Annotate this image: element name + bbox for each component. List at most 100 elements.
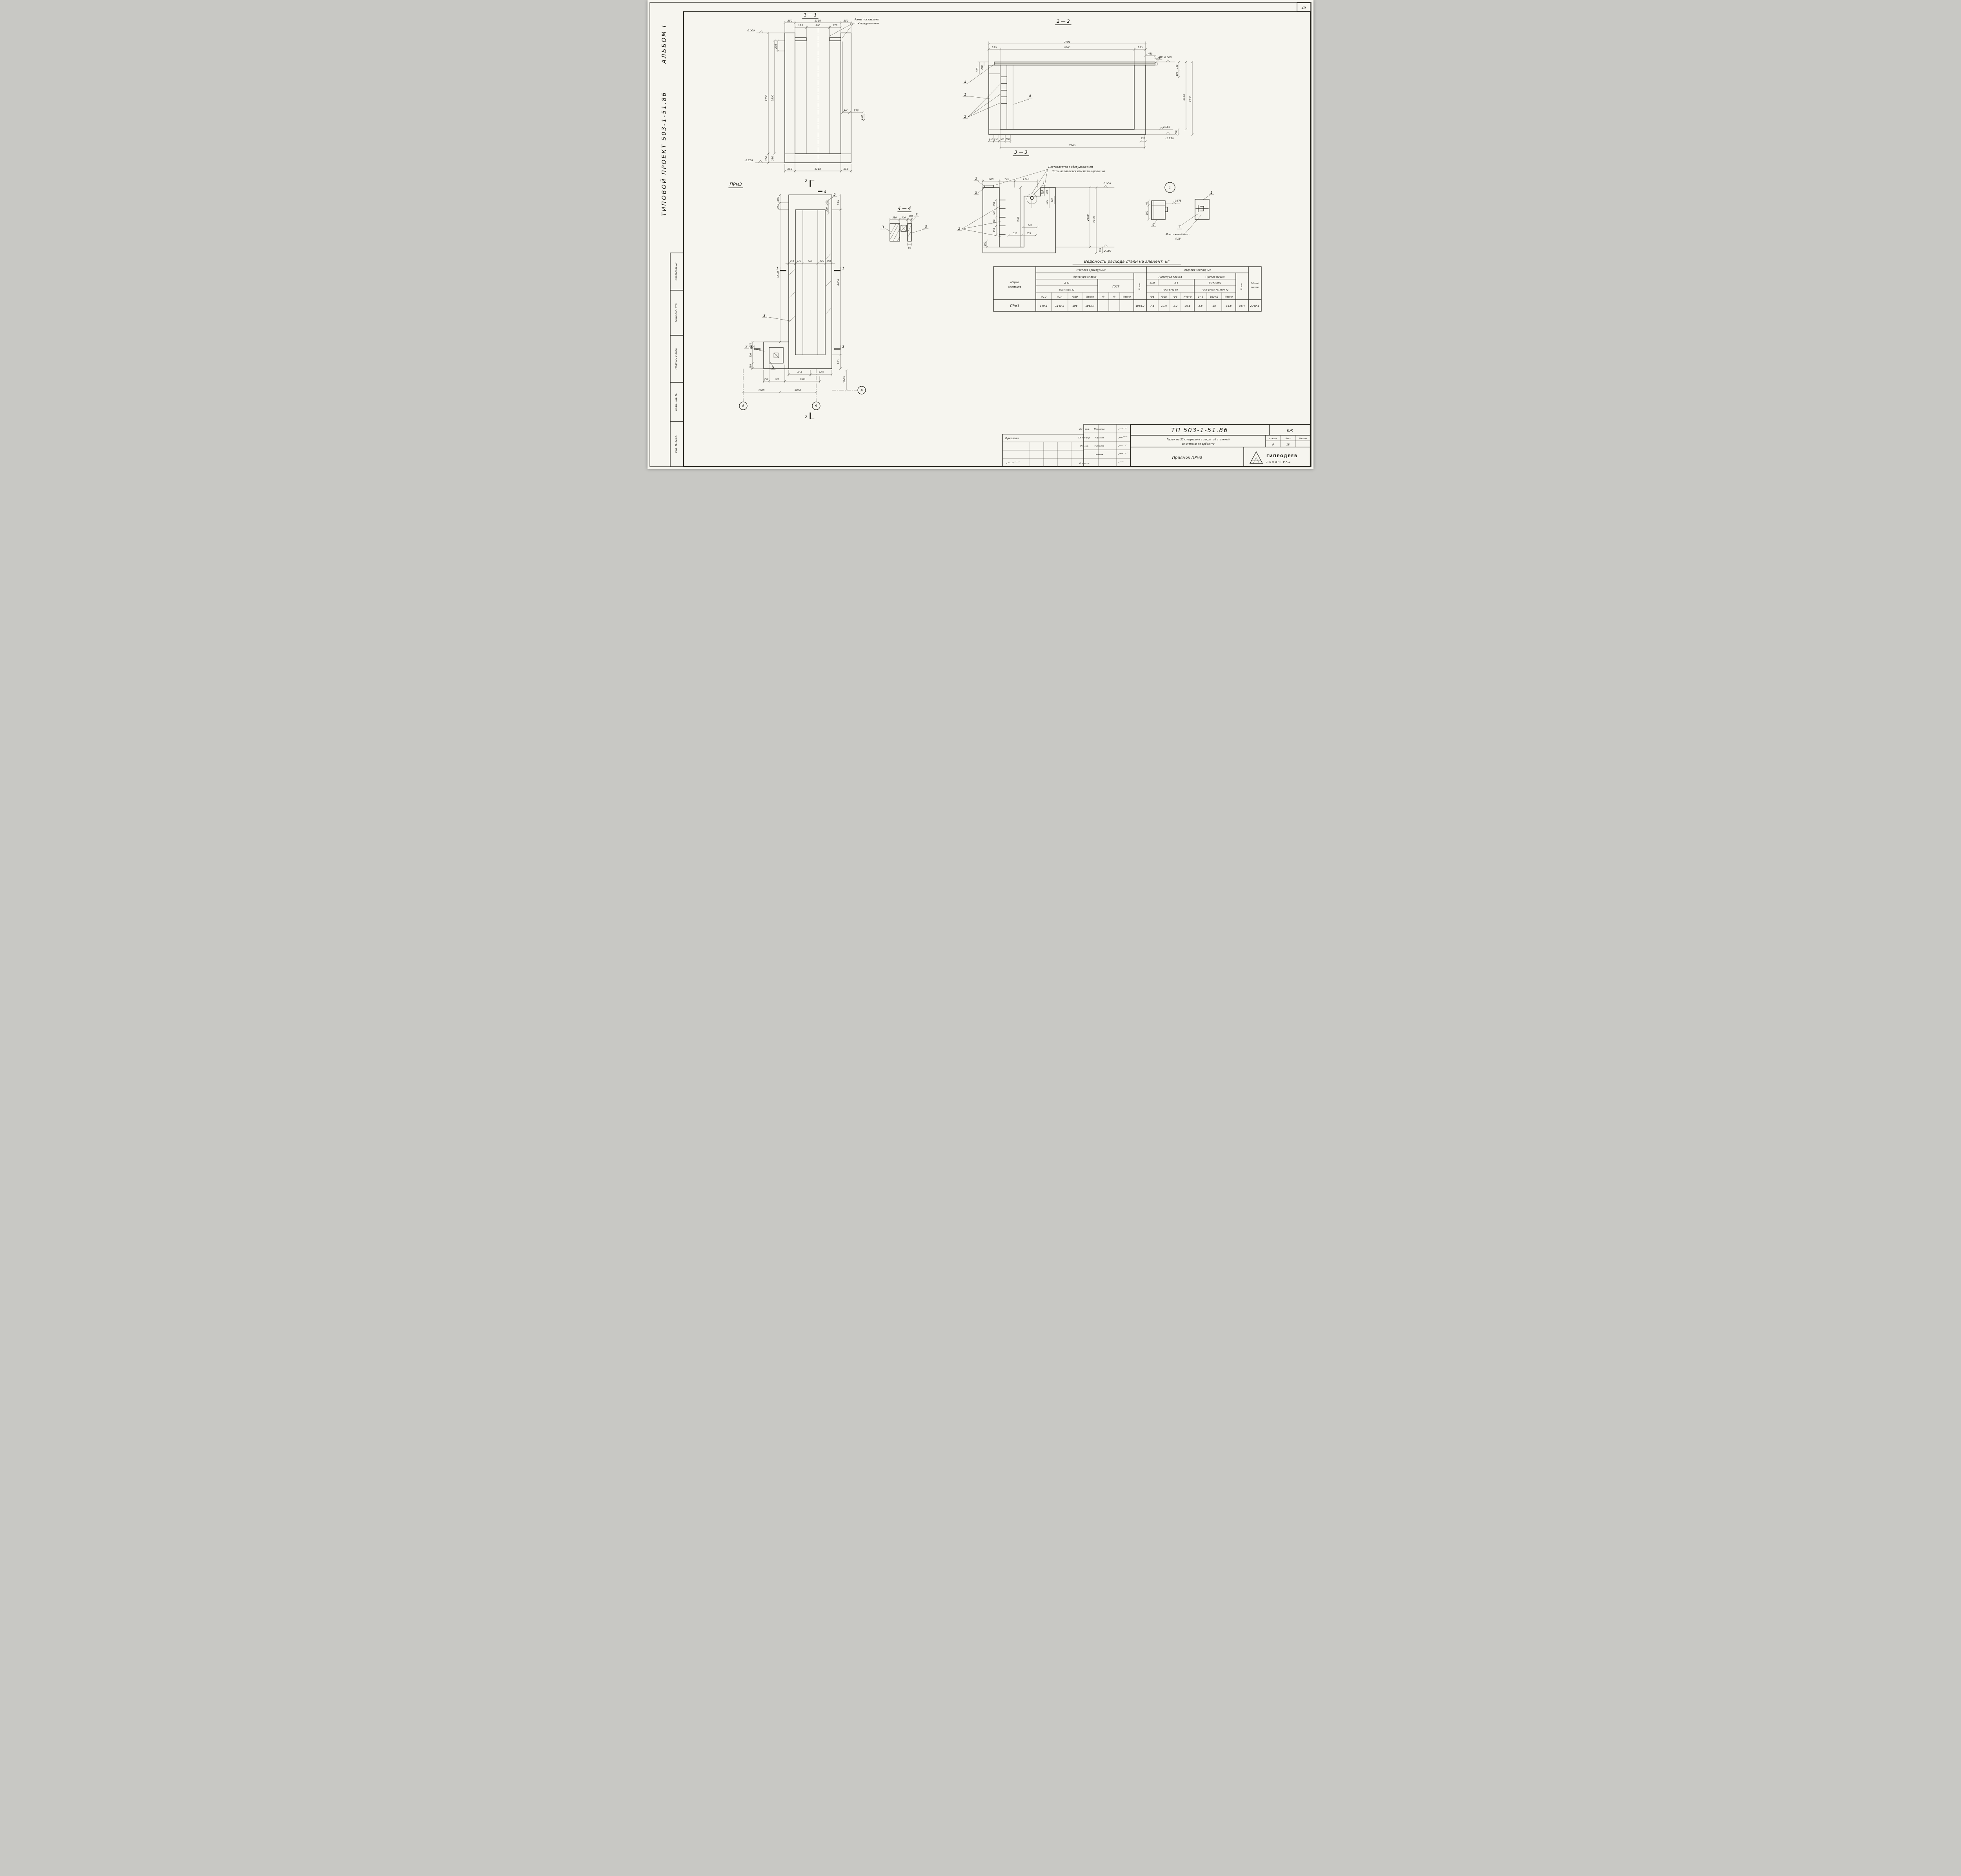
col-header: ГОСТ	[1112, 285, 1119, 288]
dim-label: 555	[1027, 233, 1031, 235]
leader-line	[973, 187, 986, 195]
dim-label: 250	[844, 167, 848, 171]
item-label: 4	[964, 80, 966, 84]
dim-label: 550	[992, 46, 997, 49]
embed-part-6-detail	[1151, 200, 1166, 220]
stage-header: стадия	[1269, 438, 1277, 440]
dim-line	[794, 26, 842, 29]
elevation-label: -2.750	[745, 159, 753, 162]
item-label: 1	[964, 93, 966, 97]
dim-label: 250	[994, 138, 999, 141]
dim-line	[784, 22, 852, 24]
table-grid	[993, 273, 1262, 300]
dim-label: 250	[788, 19, 792, 22]
dim-label: 250	[750, 343, 752, 347]
cut-label-1: 1	[776, 267, 779, 271]
elevation-label: -0.575	[1174, 200, 1182, 202]
cell-value: 540,5	[1040, 304, 1048, 307]
dim-label: 100	[826, 200, 828, 205]
title-block: Привязан Нач. отд. Прасолов Гл. констр. …	[1002, 424, 1311, 467]
table-grid	[1035, 279, 1236, 293]
dim-label: 250	[893, 217, 897, 219]
dim-label: 250	[771, 156, 774, 161]
dim-label: 100	[860, 115, 864, 120]
document-number: ТП 503-1-51.86	[1171, 427, 1228, 434]
dim-label: 250	[827, 260, 831, 263]
col-header: Ф8	[1150, 295, 1154, 298]
dim-line	[788, 370, 833, 376]
item-label: 3	[882, 225, 884, 229]
dim-label: 1110	[1023, 178, 1030, 181]
stamp-label: Технолог. отд.	[675, 303, 678, 322]
col-header: Изделия арматурные	[1077, 269, 1106, 272]
ladder-rungs	[1001, 76, 1007, 104]
col-header: L63×5	[1210, 295, 1219, 298]
plan-title: ПРм3	[729, 182, 742, 187]
dim-label: 300	[1000, 138, 1004, 141]
item-label: 5	[975, 191, 977, 195]
dim-label: 3000	[758, 389, 765, 392]
steel-table: Ведомость расхода стали на элемент, кг М…	[993, 260, 1262, 312]
rail-detail	[994, 62, 1158, 65]
dim-label: 805	[797, 371, 802, 374]
drawing-frame	[683, 11, 1311, 467]
leader-line	[973, 180, 985, 187]
dim-line	[828, 199, 830, 215]
dim-label: 50	[908, 247, 911, 249]
dim-line	[784, 154, 852, 173]
dim-label: 1745	[1018, 216, 1020, 222]
pit-outline	[788, 195, 832, 369]
table-border	[993, 266, 1262, 312]
dim-label: 300	[777, 197, 780, 202]
note-text: Монтажный болт	[1166, 233, 1190, 236]
col-header: А I	[1174, 282, 1178, 285]
cut-label-3: 3	[750, 345, 753, 349]
dim-line	[831, 194, 842, 370]
item-label: 2	[745, 345, 748, 349]
leader-line	[1013, 98, 1033, 105]
col-header: Марка	[1010, 281, 1019, 284]
col-header: Всего	[1139, 283, 1141, 290]
outer-border	[649, 2, 1312, 467]
dim-line	[767, 32, 785, 164]
dim-label: 150	[993, 228, 996, 232]
section-title: 1 — 1	[804, 12, 817, 18]
dim-label: 560	[815, 24, 820, 27]
col-header: Ф18	[1161, 295, 1167, 298]
col-header: Ф10	[1041, 295, 1046, 298]
leader-line	[1185, 215, 1202, 233]
dim-label: 250	[1141, 138, 1145, 140]
item-label: 1	[1042, 182, 1045, 185]
dim-label: 2500	[1086, 215, 1090, 221]
elevation-mark	[1145, 132, 1175, 135]
signatures-box	[1083, 424, 1131, 467]
leader-line	[826, 196, 837, 202]
dim-label: 250	[989, 138, 993, 141]
cut-tick	[754, 345, 841, 349]
dim-label: 575	[1046, 200, 1049, 204]
dim-label: 200	[981, 65, 984, 69]
elevation-label: 0.000	[1164, 56, 1172, 59]
grid-bubble-a	[857, 386, 866, 394]
dim-label: 250	[788, 167, 792, 171]
item-label: 3	[1159, 56, 1161, 60]
dim-label: 7100	[1069, 144, 1076, 147]
elevation-label: -2.750	[1166, 137, 1174, 140]
dim-line	[889, 218, 913, 226]
cell-value: 2040,1	[1250, 304, 1259, 307]
page-number-box	[1297, 2, 1311, 12]
dim-label: 550	[837, 200, 840, 205]
extension-lines	[784, 21, 851, 41]
person-name: Юхеев	[1096, 454, 1103, 456]
dim-label: 1110	[815, 167, 821, 171]
elevation-label: 0.000	[1104, 182, 1111, 185]
stamp-grid	[1130, 424, 1311, 467]
role-label: Рук. гр.	[1080, 445, 1088, 447]
dim-line	[1177, 128, 1179, 136]
col-header: Ф20	[1072, 295, 1078, 298]
dim-label: 295	[774, 44, 777, 49]
cut-label-2: 2	[805, 415, 807, 419]
elevation-mark	[1145, 127, 1173, 130]
col-header: Ф14	[1057, 295, 1062, 298]
leader-line	[1033, 185, 1046, 195]
